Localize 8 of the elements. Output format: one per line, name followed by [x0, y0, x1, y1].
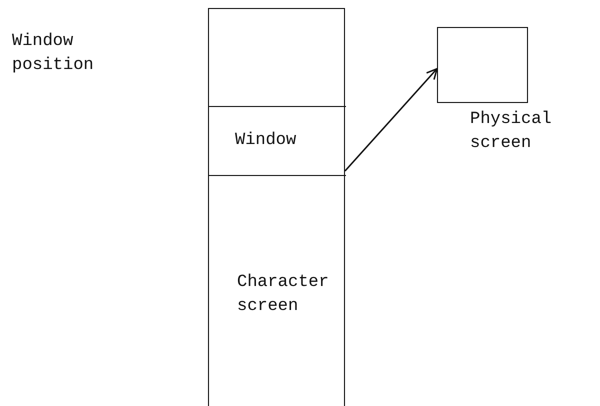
- position-label: Window position: [12, 31, 95, 77]
- screen-label: Window: [235, 130, 298, 152]
- screen-caption: Physical screen: [470, 109, 553, 155]
- screen-box: [437, 27, 528, 103]
- window-band: [209, 106, 346, 176]
- screen-label: Character screen: [237, 272, 330, 318]
- screen-area: [208, 8, 345, 406]
- arrow: [344, 68, 438, 172]
